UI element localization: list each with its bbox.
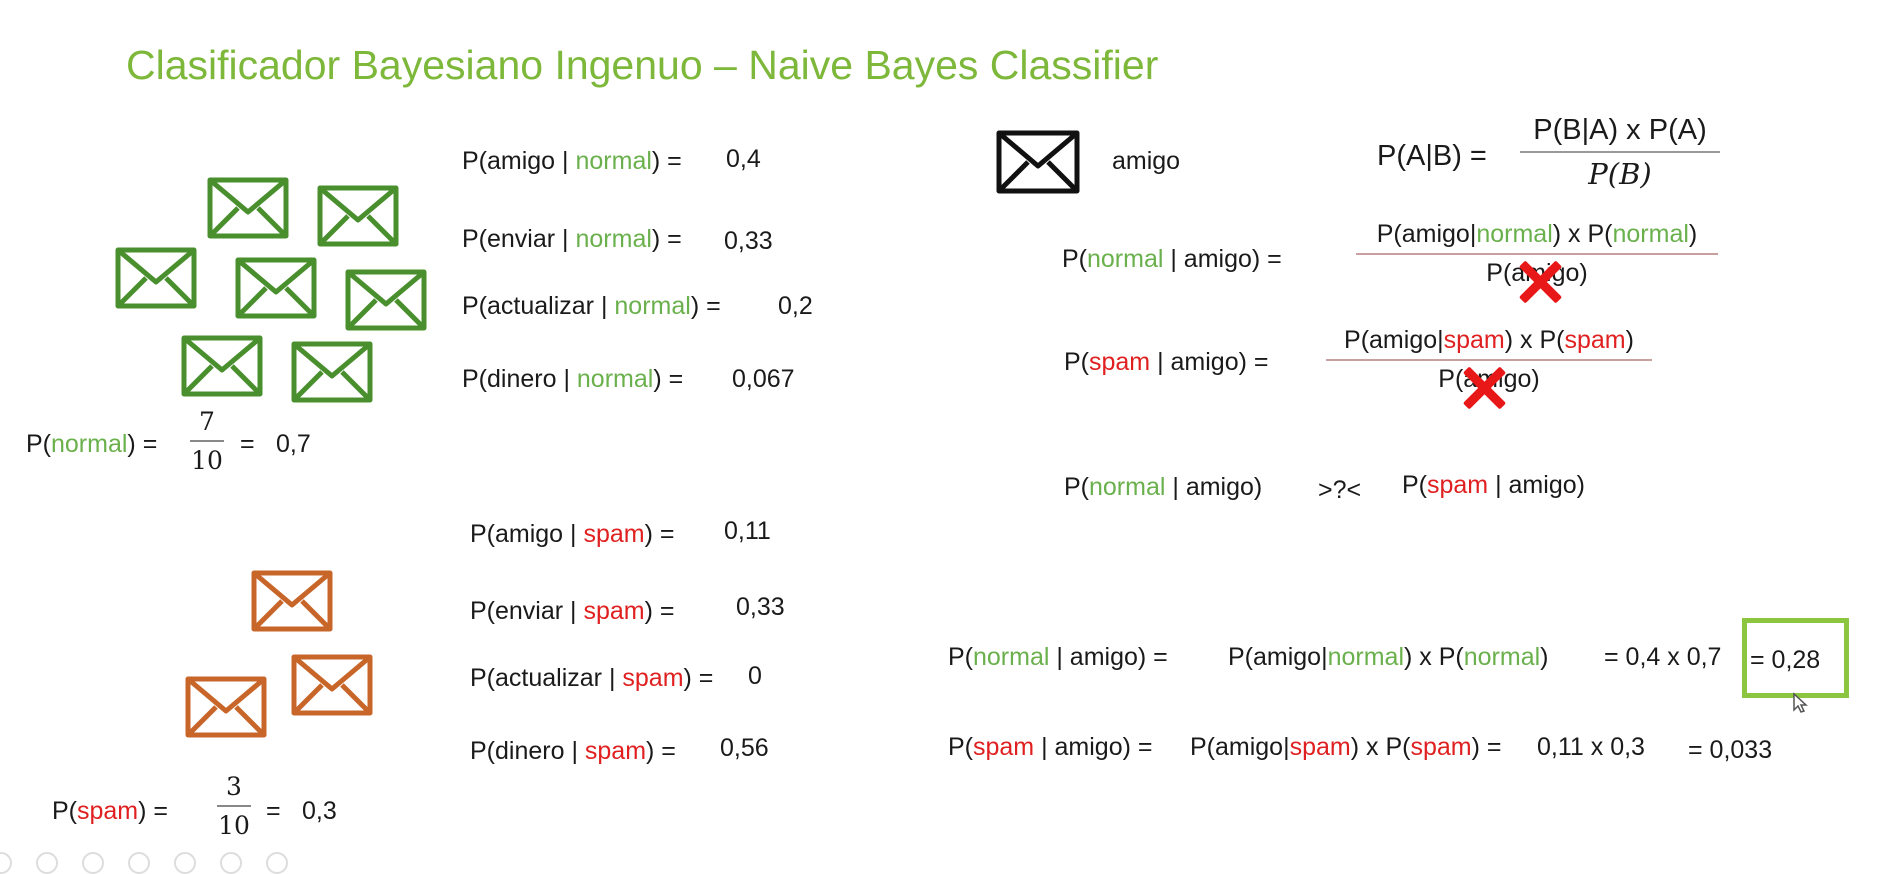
result-spam-calc: 0,11 x 0,3: [1537, 733, 1645, 761]
result-normal-label: P(normal | amigo) =: [948, 643, 1168, 671]
envelope-icon: [345, 269, 427, 331]
comparison-right: P(spam | amigo): [1402, 471, 1585, 499]
cross-icon: [1518, 260, 1562, 304]
pen-icon[interactable]: [82, 852, 104, 874]
comparison-operator: >?<: [1318, 476, 1362, 504]
previous-icon[interactable]: [0, 852, 12, 874]
likelihood-value: 0: [748, 662, 762, 690]
result-normal-calc: = 0,4 x 0,7: [1604, 643, 1722, 671]
mouse-pointer-icon: [1793, 692, 1808, 713]
envelope-icon: [996, 130, 1080, 194]
envelope-icon: [235, 257, 317, 319]
likelihood-value: 0,11: [724, 517, 771, 545]
fraction-numerator: 7: [199, 407, 215, 436]
prior-spam-fraction: 3 10: [217, 772, 251, 840]
fraction-denominator: 10: [218, 811, 250, 840]
posterior-spam-label: P(spam | amigo) =: [1064, 348, 1269, 376]
likelihood-value: 0,56: [720, 734, 769, 762]
result-spam-value: = 0,033: [1688, 736, 1773, 764]
likelihood-value: 0,33: [724, 227, 773, 255]
slides-icon[interactable]: [128, 852, 150, 874]
cross-icon: [1462, 366, 1506, 410]
slide-title: Clasificador Bayesiano Ingenuo – Naive B…: [126, 42, 1159, 88]
bayes-fraction: P(B|A) x P(A) P(B): [1520, 114, 1720, 191]
bayes-lhs: P(A|B) =: [1377, 140, 1487, 172]
likelihood-label: P(enviar | spam) =: [470, 597, 675, 625]
presentation-toolbar: [0, 852, 320, 874]
subtitles-icon[interactable]: [220, 852, 242, 874]
envelope-icon: [185, 676, 267, 738]
envelope-icon: [181, 335, 263, 397]
prior-normal-label: P(normal) =: [26, 430, 158, 458]
likelihood-label: P(enviar | normal) =: [462, 225, 682, 253]
likelihood-label: P(amigo | spam) =: [470, 520, 675, 548]
zoom-icon[interactable]: [174, 852, 196, 874]
likelihood-label: P(dinero | spam) =: [470, 737, 676, 765]
likelihood-label: P(actualizar | normal) =: [462, 292, 721, 320]
next-icon[interactable]: [36, 852, 58, 874]
comparison-left: P(normal | amigo): [1064, 473, 1263, 501]
envelope-icon: [291, 654, 373, 716]
prior-spam-label: P(spam) =: [52, 797, 169, 825]
likelihood-value: 0,2: [778, 292, 813, 320]
fraction-denominator: 10: [191, 446, 223, 475]
prior-normal-value: 0,7: [276, 430, 311, 458]
result-normal-expression: P(amigo|normal) x P(normal): [1228, 643, 1549, 671]
fraction-numerator: 3: [226, 772, 242, 801]
query-word: amigo: [1112, 147, 1181, 175]
envelope-icon: [251, 570, 333, 632]
normal-emails-group: [115, 177, 427, 403]
posterior-normal-label: P(normal | amigo) =: [1062, 245, 1282, 273]
prior-normal-fraction: 7 10: [190, 407, 224, 475]
likelihood-label: P(amigo | normal) =: [462, 147, 682, 175]
result-normal-value: = 0,28: [1750, 646, 1821, 674]
posterior-normal-fraction: P(amigo|normal) x P(normal) P(amigo): [1356, 220, 1718, 288]
likelihood-label: P(actualizar | spam) =: [470, 664, 714, 692]
likelihood-value: 0,33: [736, 593, 785, 621]
likelihood-label: P(dinero | normal) =: [462, 365, 684, 393]
more-icon[interactable]: [266, 852, 288, 874]
result-spam-label: P(spam | amigo) =: [948, 733, 1153, 761]
spam-emails-group: [185, 570, 373, 738]
result-spam-expression: P(amigo|spam) x P(spam) =: [1190, 733, 1502, 761]
prior-spam-value: 0,3: [302, 797, 337, 825]
envelope-icon: [317, 185, 399, 247]
envelope-icon: [207, 177, 289, 239]
likelihood-value: 0,067: [732, 365, 795, 393]
likelihood-value: 0,4: [726, 145, 761, 173]
envelope-icon: [291, 341, 373, 403]
envelope-icon: [115, 247, 197, 309]
